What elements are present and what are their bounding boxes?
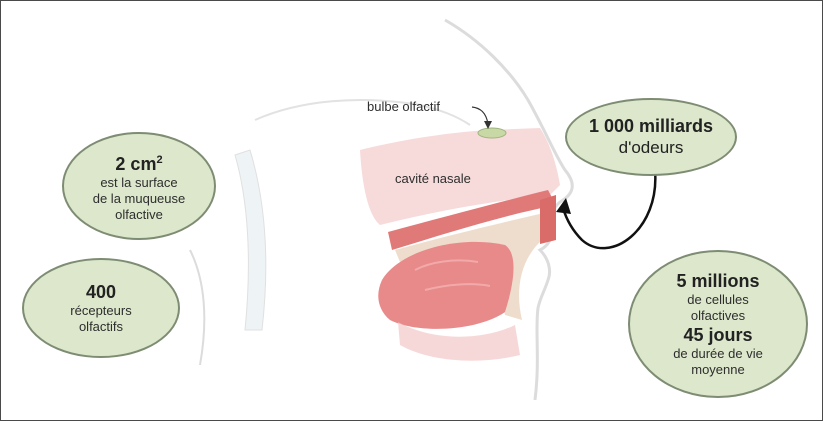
odor-arrow [563,170,655,248]
lower-jaw [398,322,520,361]
odors-value: 1 000 milliards [589,115,713,137]
olfactory-bulb-shape [478,128,506,138]
cells-value: 5 millions [676,270,759,292]
surface-value: 2 cm2 [115,149,162,175]
cells-line-3: de durée de vie [673,346,763,362]
neck-outline [190,250,204,365]
odors-line-1: d'odeurs [619,137,684,159]
lifespan-value: 45 jours [683,324,752,346]
receptors-bubble: 400 récepteurs olfactifs [22,258,180,358]
cells-line-4: moyenne [691,362,744,378]
nasal-cavity-label: cavité nasale [395,171,471,187]
receptors-line-1: récepteurs [70,303,131,319]
surface-bubble: 2 cm2 est la surface de la muqueuse olfa… [62,132,216,240]
cells-line-2: olfactives [691,308,745,324]
nasal-front-tissue [540,195,556,244]
olfactory-bulb-label: bulbe olfactif [367,99,440,115]
odors-bubble: 1 000 milliards d'odeurs [565,98,737,176]
surface-value-superscript: 2 [156,154,162,166]
receptors-value: 400 [86,281,116,303]
cells-bubble: 5 millions de cellules olfactives 45 jou… [628,250,808,398]
pharynx [235,150,266,330]
receptors-line-2: olfactifs [79,319,123,335]
surface-line-2: de la muqueuse [93,191,186,207]
cells-line-1: de cellules [687,292,748,308]
surface-value-text: 2 cm [115,154,156,174]
surface-line-1: est la surface [100,175,177,191]
surface-line-3: olfactive [115,207,163,223]
